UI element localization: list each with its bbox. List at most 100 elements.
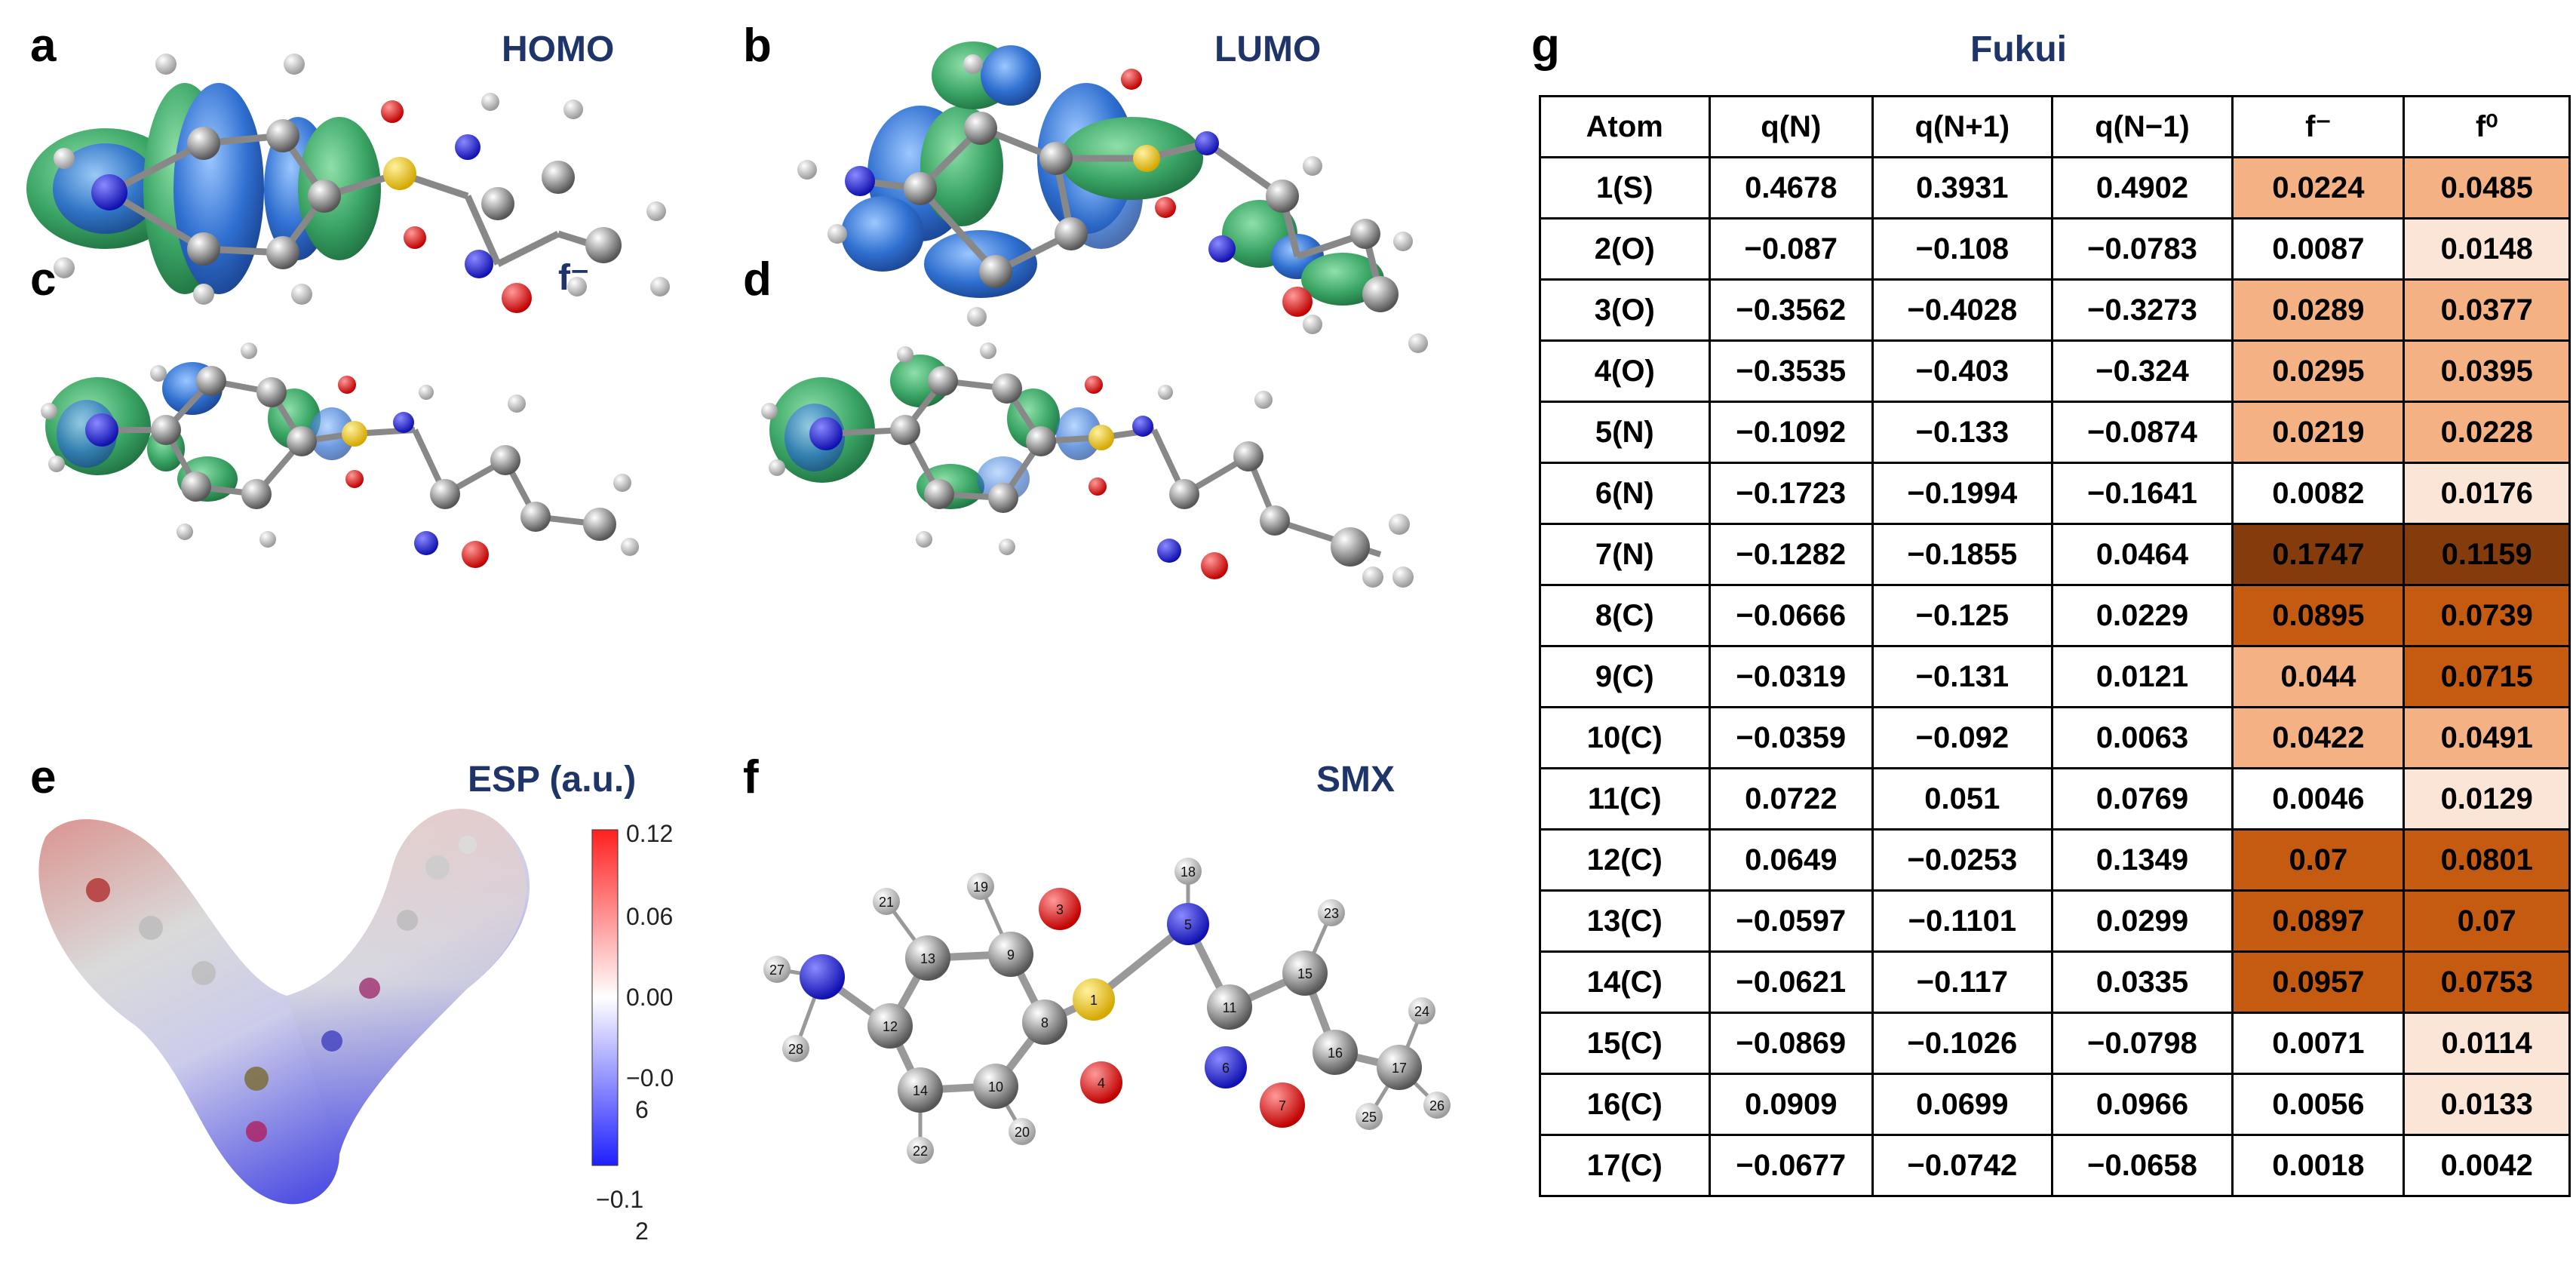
panel-label-e: e — [30, 751, 57, 803]
table-cell: 0.0335 — [2050, 950, 2234, 1014]
atom-label-18: 18 — [1181, 864, 1196, 880]
table-cell: 0.0176 — [2403, 462, 2571, 525]
atom-label-3: 3 — [1056, 902, 1064, 917]
atom-label-16: 16 — [1328, 1046, 1343, 1061]
table-cell: 0.0715 — [2403, 645, 2571, 708]
atom-label-11: 11 — [1223, 1000, 1237, 1015]
atom-label-5: 5 — [1184, 917, 1192, 932]
atom-label-28: 28 — [788, 1042, 803, 1057]
table-cell: 9(C) — [1539, 645, 1711, 708]
table-cell: 0.0087 — [2231, 217, 2406, 281]
table-cell: 0.0224 — [2231, 156, 2406, 220]
column-header: f⁰ — [2403, 95, 2571, 158]
colorbar-tick-3: −0.0 — [626, 1064, 674, 1092]
table-cell: 0.0071 — [2231, 1012, 2406, 1075]
atom-label-20: 20 — [1015, 1125, 1030, 1140]
table-cell: 0.1747 — [2231, 523, 2406, 586]
atom-label-25: 25 — [1362, 1110, 1377, 1125]
colorbar-tick-0: 0.12 — [626, 820, 674, 847]
atom-label-15: 15 — [1297, 966, 1313, 981]
atom-label-21: 21 — [879, 895, 894, 910]
column-header: Atom — [1539, 95, 1711, 158]
esp-colorbar — [591, 829, 619, 1166]
column-header: q(N+1) — [1871, 95, 2053, 158]
table-cell: 2(O) — [1539, 217, 1711, 281]
table-cell: −0.125 — [1871, 584, 2053, 647]
atom-label-9: 9 — [1007, 947, 1015, 963]
atom-label-27: 27 — [769, 963, 784, 978]
atom-label-23: 23 — [1324, 906, 1339, 921]
table-cell: 5(N) — [1539, 401, 1711, 464]
fminus-isosurface-image — [41, 342, 639, 568]
atom-label-26: 26 — [1429, 1098, 1445, 1113]
table-cell: 0.0957 — [2231, 950, 2406, 1014]
table-cell: 0.4678 — [1708, 156, 1874, 220]
table-cell: −0.092 — [1871, 706, 2053, 769]
table-cell: 0.0228 — [2403, 401, 2571, 464]
table-cell: 0.07 — [2403, 889, 2571, 953]
table-cell: −0.087 — [1708, 217, 1874, 281]
table-cell: 3(O) — [1539, 278, 1711, 342]
table-cell: 0.0219 — [2231, 401, 2406, 464]
colorbar-tick-5: −0.1 — [596, 1186, 644, 1213]
atom-label-1: 1 — [1090, 993, 1098, 1008]
column-header: q(N) — [1708, 95, 1874, 158]
esp-surface-image — [38, 809, 530, 1205]
panel-label-f: f — [743, 751, 759, 803]
atom-label-4: 4 — [1098, 1076, 1105, 1091]
table-cell: 10(C) — [1539, 706, 1711, 769]
panel-title-esp: ESP (a.u.) — [468, 760, 637, 800]
table-cell: 0.0114 — [2403, 1012, 2571, 1075]
table-cell: 0.0801 — [2403, 828, 2571, 892]
table-cell: −0.0742 — [1871, 1134, 2053, 1197]
table-cell: 0.0966 — [2050, 1073, 2234, 1136]
table-cell: −0.0798 — [2050, 1012, 2234, 1075]
table-cell: −0.4028 — [1871, 278, 2053, 342]
table-cell: 0.0699 — [1871, 1073, 2053, 1136]
atom-label-19: 19 — [973, 880, 988, 895]
table-cell: 0.0121 — [2050, 645, 2234, 708]
table-cell: 0.044 — [2231, 645, 2406, 708]
table-cell: 0.4902 — [2050, 156, 2234, 220]
atom-label-6: 6 — [1222, 1061, 1230, 1076]
table-cell: 15(C) — [1539, 1012, 1711, 1075]
table-cell: 0.0422 — [2231, 706, 2406, 769]
panel-label-b: b — [743, 20, 772, 72]
column-header: f⁻ — [2231, 95, 2406, 158]
table-cell: 14(C) — [1539, 950, 1711, 1014]
colorbar-tick-1: 0.06 — [626, 903, 674, 930]
table-cell: 0.0295 — [2231, 339, 2406, 403]
atom-label-13: 13 — [920, 951, 935, 966]
table-cell: 1(S) — [1539, 156, 1711, 220]
table-cell: 0.0897 — [2231, 889, 2406, 953]
table-cell: 0.0377 — [2403, 278, 2571, 342]
atom-label-17: 17 — [1392, 1061, 1407, 1076]
table-cell: −0.1026 — [1871, 1012, 2053, 1075]
table-cell: −0.0319 — [1708, 645, 1874, 708]
table-cell: 0.0056 — [2231, 1073, 2406, 1136]
table-cell: −0.1101 — [1871, 889, 2053, 953]
panel-title-fukui: Fukui — [1970, 29, 2067, 69]
table-cell: −0.1092 — [1708, 401, 1874, 464]
atom-label-10: 10 — [988, 1079, 1003, 1095]
table-cell: −0.3562 — [1708, 278, 1874, 342]
table-cell: 7(N) — [1539, 523, 1711, 586]
atom-label-12: 12 — [883, 1019, 898, 1034]
table-cell: −0.0874 — [2050, 401, 2234, 464]
panel-title-homo: HOMO — [502, 29, 615, 69]
table-cell: 0.0082 — [2231, 462, 2406, 525]
table-cell: 0.0909 — [1708, 1073, 1874, 1136]
table-cell: 0.0299 — [2050, 889, 2234, 953]
table-cell: 0.051 — [1871, 767, 2053, 831]
table-cell: −0.0666 — [1708, 584, 1874, 647]
